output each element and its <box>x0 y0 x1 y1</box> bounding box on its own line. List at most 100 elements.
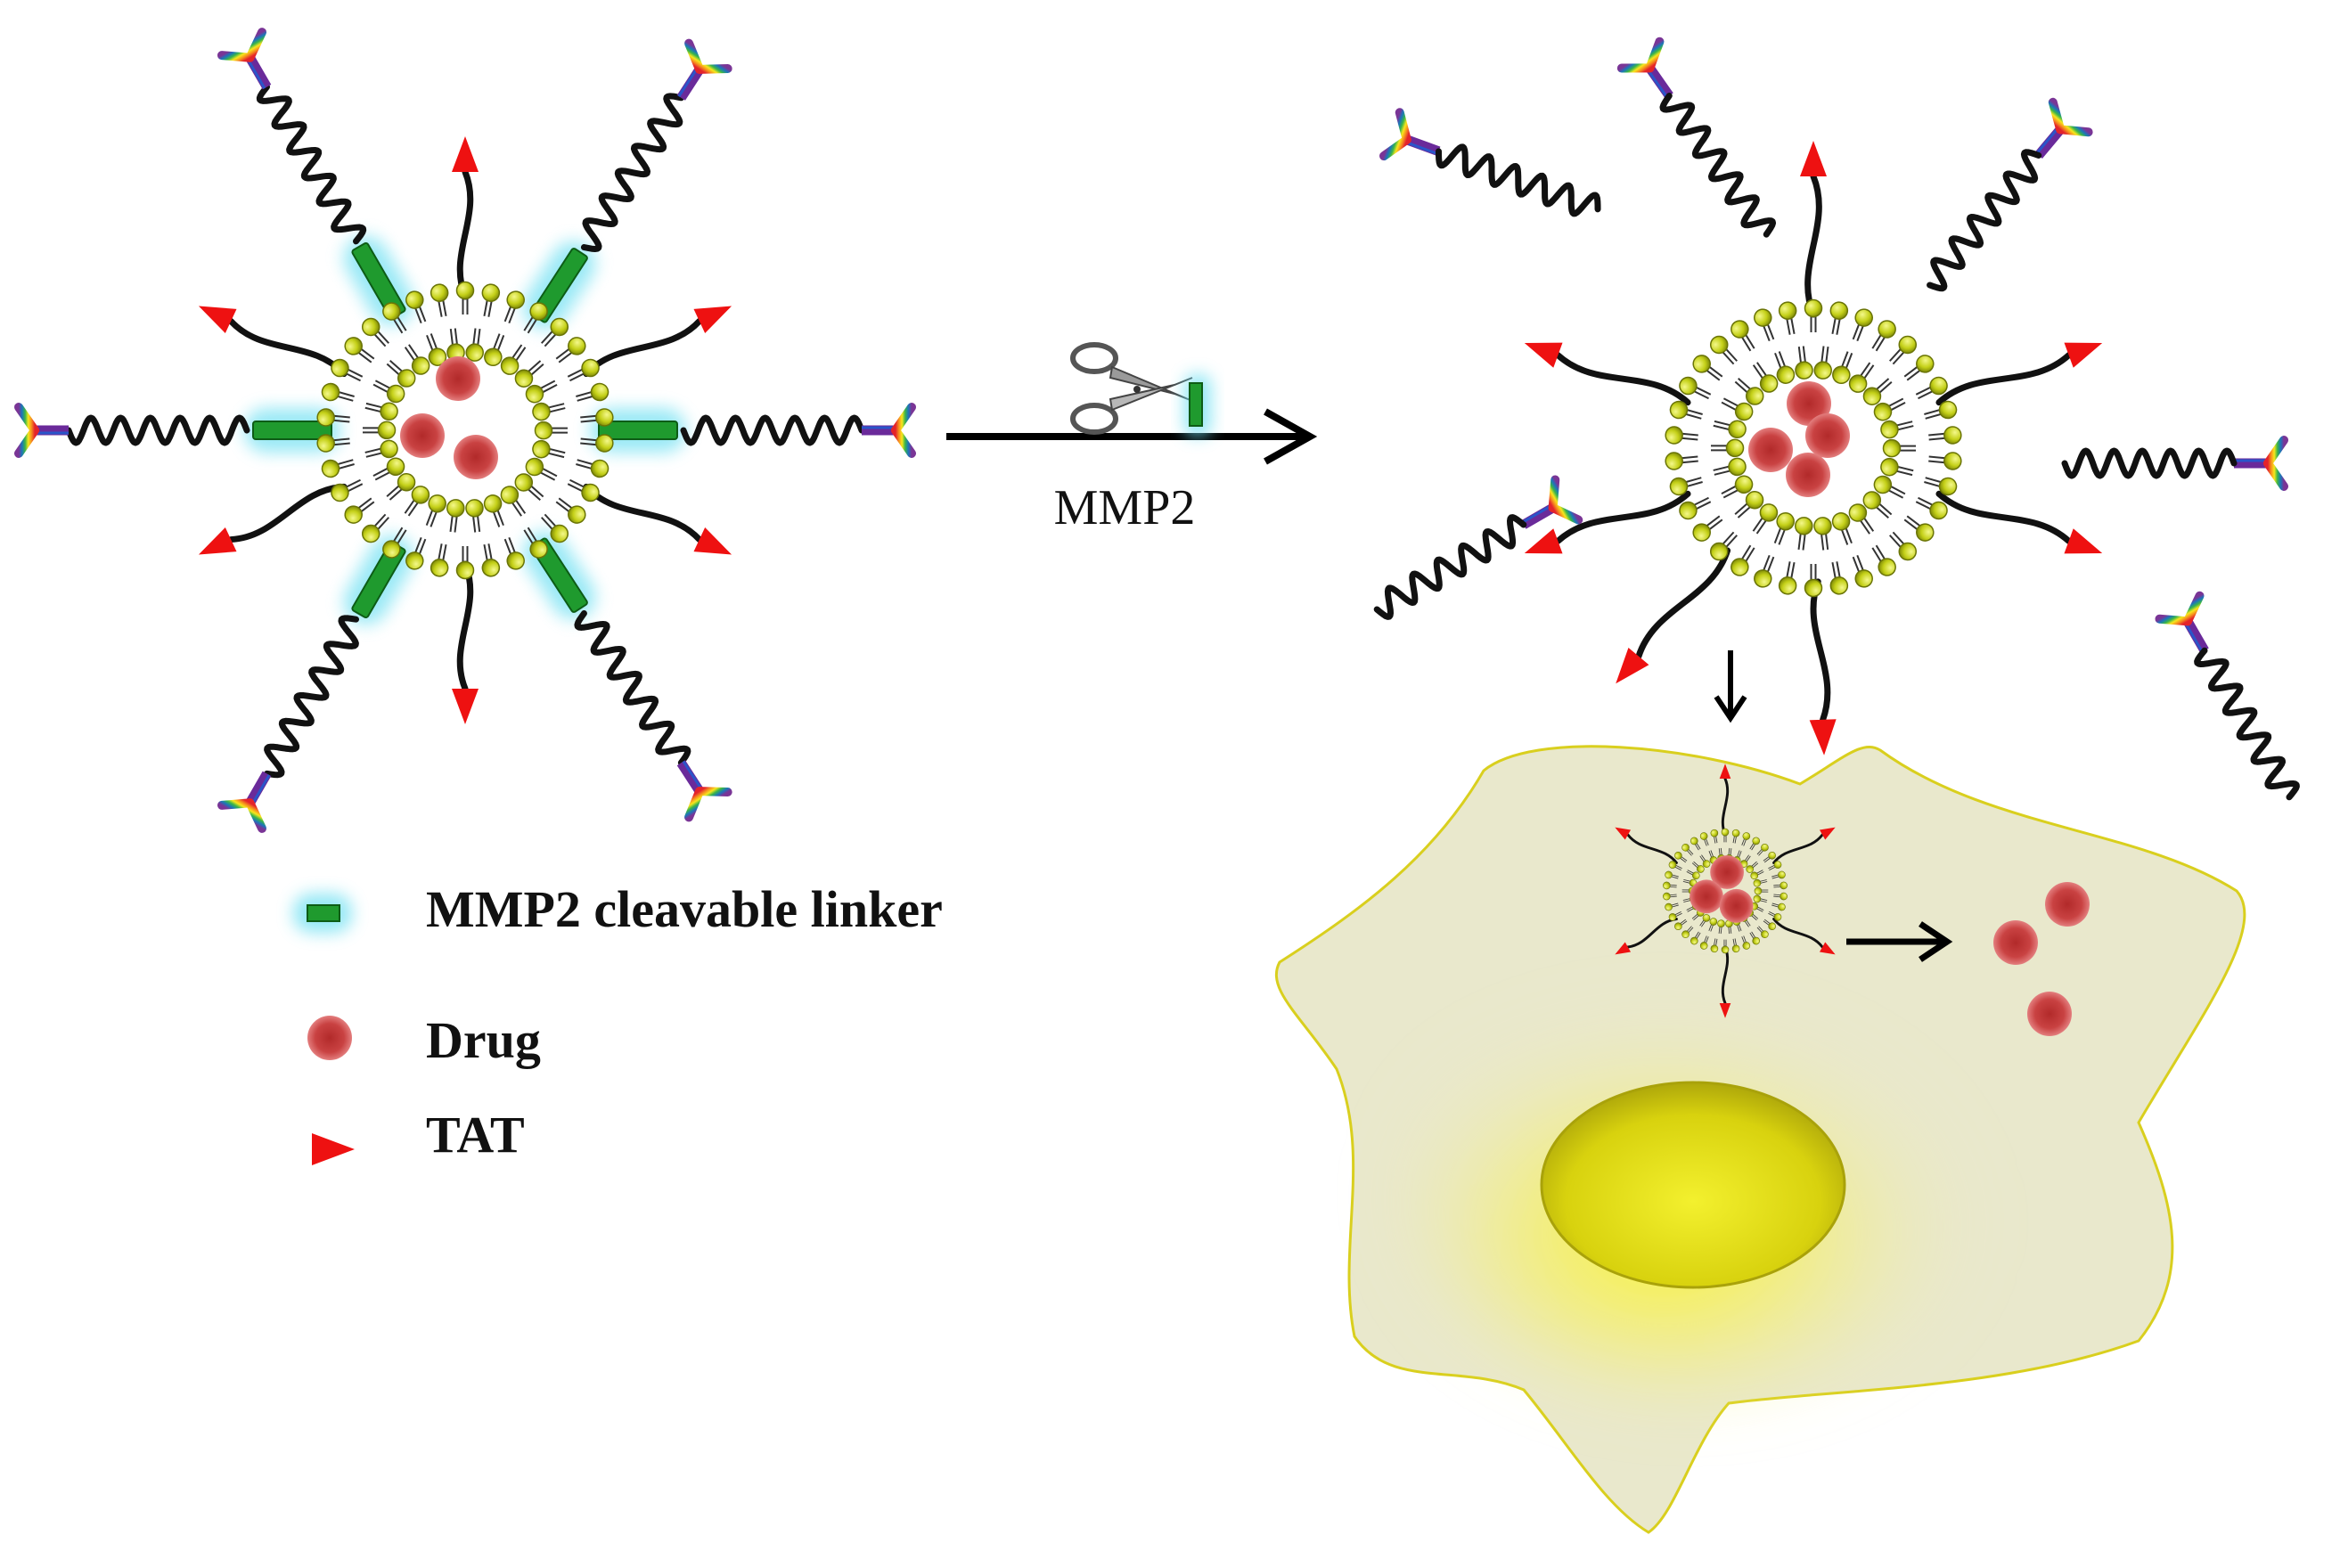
lipid <box>1825 299 1850 337</box>
legend: MMP2 cleavable linker Drug TAT <box>293 880 943 1165</box>
lipid <box>327 355 366 388</box>
lipid <box>564 355 603 388</box>
lipid <box>477 282 502 319</box>
tat-tether <box>1935 352 2073 406</box>
tat-peptide <box>1935 490 2107 567</box>
lipid <box>455 281 475 315</box>
lipid <box>1825 559 1850 597</box>
cleaved-peg-antibody <box>1927 102 2089 292</box>
legend-label-drug: Drug <box>426 1011 541 1069</box>
peg-antibody-chain <box>513 44 727 339</box>
tat-tether <box>456 560 474 692</box>
tat-peptide <box>452 560 479 724</box>
tat-arrow-icon <box>693 527 738 568</box>
lipid <box>1866 541 1900 580</box>
lipid <box>1791 344 1815 381</box>
peg-antibody-chain <box>19 407 340 453</box>
lipid <box>1882 438 1918 458</box>
peg-chain <box>1436 143 1601 217</box>
lipid <box>498 288 528 327</box>
tat-tether <box>1635 547 1731 660</box>
antibody-icon <box>222 32 287 98</box>
peg-chain <box>264 615 359 779</box>
peg-chain <box>574 609 691 766</box>
antibody-icon <box>662 44 728 110</box>
antibody-icon <box>662 750 728 817</box>
tat-arrow-icon <box>1809 719 1838 756</box>
cleaved-peg-antibody <box>1622 42 1777 238</box>
lipid <box>455 545 475 580</box>
tat-arrow-icon <box>693 293 738 334</box>
cleavage-arrow <box>946 408 1318 465</box>
peg-chain <box>1927 149 2042 292</box>
lipid <box>327 473 366 505</box>
lipid <box>1812 515 1836 552</box>
tat-arrow-icon <box>192 527 237 568</box>
lipid <box>1727 541 1761 580</box>
peg-antibody-chain <box>513 522 727 817</box>
lipid <box>1727 316 1761 355</box>
lipid <box>477 542 502 579</box>
tat-icon <box>312 1133 355 1165</box>
tat-tether <box>1772 833 1824 864</box>
lipid <box>1664 449 1700 471</box>
tat-peptide <box>192 293 348 378</box>
peg-chain <box>65 414 250 446</box>
peg-antibody-chain <box>222 527 423 829</box>
cleaved-peg-antibody <box>1384 112 1601 217</box>
tat-arrow-icon <box>2064 528 2107 567</box>
lipid-bilayer <box>315 281 615 580</box>
lipid <box>1846 306 1877 345</box>
tat-arrow-icon <box>452 689 479 724</box>
lipid <box>1927 425 1963 447</box>
intact-nanoparticle <box>19 32 912 829</box>
lipid <box>443 497 466 535</box>
arrow-label: MMP2 <box>1054 480 1196 535</box>
lipid <box>1866 316 1900 355</box>
antibody-icon <box>2021 102 2089 170</box>
lipid <box>564 473 603 505</box>
mmp2-linker <box>335 228 421 334</box>
tat-peptide <box>452 136 479 300</box>
peg-chain <box>2061 447 2238 479</box>
tat-arrow-icon <box>1519 528 1563 567</box>
tat-peptide <box>1519 330 1691 406</box>
tat-tether <box>227 483 348 543</box>
tat-peptide <box>1519 490 1691 567</box>
tat-peptide <box>192 483 348 568</box>
peg-chain <box>1659 93 1777 238</box>
tat-tether <box>1935 490 2073 544</box>
antibody-icon <box>19 407 69 453</box>
tat-tether <box>1772 918 1824 949</box>
lipid <box>573 453 611 480</box>
tat-tether <box>583 317 703 378</box>
uptake-arrow <box>1714 650 1747 723</box>
tat-arrow-icon <box>1800 141 1827 176</box>
tat-tether <box>1626 833 1678 864</box>
tat-peptide <box>1605 547 1731 692</box>
peg-antibody-chain <box>590 407 912 453</box>
tat-arrow-icon <box>1519 330 1563 368</box>
lipid <box>1706 527 1743 565</box>
lipid <box>1846 551 1877 591</box>
lipid <box>319 380 357 408</box>
antibody-icon <box>1622 42 1689 110</box>
released-drugs <box>1993 882 2090 1036</box>
lipid <box>1750 306 1780 345</box>
lipid <box>429 542 454 579</box>
antibody-icon <box>862 407 912 453</box>
internalized-nanoparticle <box>1612 764 1838 1018</box>
drug-cluster <box>1748 381 1850 497</box>
tat-peptide <box>1772 822 1838 864</box>
drug-icon <box>307 1016 352 1060</box>
tat-arrow-icon <box>2064 330 2107 368</box>
tat-tether <box>1810 578 1831 723</box>
lipid <box>498 534 528 573</box>
antibody-icon <box>2159 596 2224 662</box>
lipid <box>534 421 569 440</box>
lipid <box>1777 299 1802 337</box>
lipid <box>361 421 397 440</box>
lipid <box>1884 331 1921 370</box>
cleaved-peg-antibody <box>2061 440 2284 486</box>
lipid <box>1706 331 1743 370</box>
